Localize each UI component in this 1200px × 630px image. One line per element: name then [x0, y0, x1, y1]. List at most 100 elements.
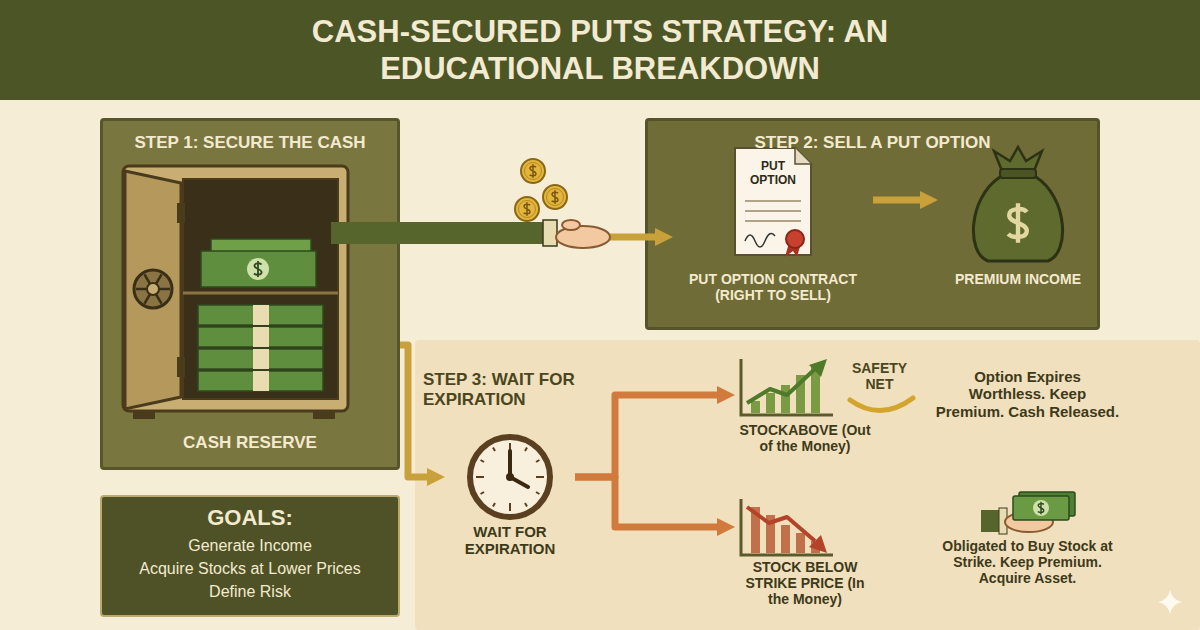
- trend-line: [747, 507, 815, 541]
- clock-icon-illustration-part: [493, 503, 495, 506]
- safe-door: [125, 171, 181, 409]
- safety-net-arc: [850, 398, 913, 411]
- node-heading: PREMIUM INCOME: [938, 271, 1098, 287]
- money-bag-icon-illustration-part: [1000, 169, 1036, 178]
- dollar-sign: [1038, 502, 1044, 515]
- step-panel-illustration-part: [562, 220, 580, 230]
- chart-axes: [741, 359, 833, 415]
- step-panel: STEP 2: SELL A PUT OPTIONPUT OPTIONPUT O…: [645, 118, 1100, 330]
- outcome-chart-illustration-part: [809, 535, 827, 553]
- callout-label: SAFETY NET: [842, 360, 917, 392]
- step-panel-illustration-part: [134, 270, 172, 308]
- node-heading: GOALS:: [102, 505, 398, 530]
- cash-stack: [198, 327, 323, 347]
- node-text: Define Risk: [102, 583, 398, 601]
- node-heading: STEP 1: SECURE THE CASH: [113, 133, 387, 153]
- step-panel-illustration-part: [253, 327, 269, 347]
- cash-stack: [198, 371, 323, 391]
- contract-icon-illustration-part: [745, 210, 801, 212]
- dollar-sign: [530, 164, 536, 178]
- step-panel-illustration-part: [543, 220, 557, 246]
- contract-icon-illustration-part: [745, 220, 801, 222]
- step-panel-illustration-part: [253, 371, 269, 391]
- node-text: PUT OPTION CONTRACT (RIGHT TO SELL): [673, 271, 873, 303]
- title: CASH-SECURED PUTS STRATEGY: AN EDUCATION…: [260, 13, 940, 87]
- step-panel-illustration-part: [525, 163, 542, 180]
- node-heading: STEP 2: SELL A PUT OPTION: [658, 133, 1087, 153]
- clock-icon-illustration-part: [481, 460, 484, 462]
- dollar-sign: [254, 261, 262, 277]
- money-bag-icon-illustration-part: [994, 147, 1042, 171]
- clock-icon-illustration-part: [509, 503, 511, 511]
- node-heading: PUT OPTION: [739, 160, 807, 188]
- seal: [786, 230, 804, 248]
- contract-icon-illustration-part: [745, 200, 801, 202]
- step-panel: STEP 1: SECURE THE CASH CASH RESERVE: [100, 118, 400, 470]
- outcome-chart-illustration-part: [809, 359, 827, 377]
- clock-icon-illustration-part: [525, 503, 527, 506]
- money-bag: [973, 177, 1062, 261]
- node-heading: STOCKABOVE (Out of the Money): [735, 422, 875, 454]
- sparkle: [1158, 590, 1182, 614]
- dollar-sign: [524, 202, 530, 216]
- chart-bar: [796, 533, 805, 553]
- coin: [543, 185, 567, 209]
- step-panel-illustration: [103, 121, 403, 473]
- step-panel-illustration-part: [253, 305, 269, 325]
- cash-bill: [1013, 496, 1069, 520]
- arm-sleeve: [331, 222, 548, 244]
- title-band-fill: [0, 0, 1200, 100]
- clock-icon-illustration-part: [476, 476, 484, 478]
- step-panel-illustration-part: [547, 189, 564, 206]
- clock-icon-illustration-part: [506, 473, 514, 481]
- step-panel-illustration-part: [519, 201, 536, 218]
- node-text: CASH RESERVE: [113, 433, 387, 453]
- safe-interior: [183, 179, 338, 399]
- clock-face: [470, 437, 550, 517]
- goals-box: GOALS: Generate IncomeAcquire Stocks at L…: [100, 495, 400, 617]
- coin: [521, 159, 545, 183]
- step-panel-illustration-part: [177, 357, 185, 377]
- step-panel-illustration-part: [183, 292, 338, 295]
- chart-bar: [781, 525, 790, 553]
- contract-paper: [735, 148, 811, 255]
- cash-stack: [198, 349, 323, 369]
- coin: [515, 197, 539, 221]
- outcome-text: Option Expires Worthless. Keep Premium. …: [935, 368, 1120, 458]
- outcome-text-illustration-part: [1033, 500, 1049, 516]
- step-panel-illustration-part: [253, 349, 269, 369]
- clock-icon: WAIT FOR EXPIRATION: [445, 425, 575, 570]
- safe-body: [123, 166, 348, 411]
- cash-stack: [198, 305, 323, 325]
- sleeve: [981, 510, 1001, 532]
- clock-icon-illustration-part: [536, 460, 539, 462]
- trend-line: [747, 369, 815, 403]
- node-heading: WAIT FOR EXPIRATION: [445, 523, 575, 558]
- contract-icon-illustration-part: [745, 233, 775, 247]
- chart-bar: [781, 385, 790, 413]
- contract-icon-illustration-part: [795, 148, 811, 164]
- chart-bar: [766, 393, 775, 413]
- outcome-text: Obligated to Buy Stock at Strike. Keep P…: [935, 490, 1120, 615]
- money-bag-icon-illustration: [938, 143, 1098, 323]
- step-panel-illustration-part: [177, 203, 185, 223]
- dollar-sign: [552, 190, 558, 204]
- money-bag-icon: PREMIUM INCOME: [938, 143, 1098, 323]
- clock-icon-illustration-part: [493, 448, 495, 451]
- step-panel-illustration-part: [247, 258, 269, 280]
- clock-icon-illustration-part: [536, 492, 539, 494]
- node-text: Generate Income: [102, 537, 398, 555]
- node-heading: Obligated to Buy Stock at Strike. Keep P…: [935, 538, 1120, 586]
- chart-bar: [751, 401, 760, 413]
- node-heading: STEP 3: WAIT FOR EXPIRATION: [423, 370, 613, 409]
- step-panel-illustration-part: [147, 283, 159, 295]
- contract-icon: PUT OPTION PUT OPTION CONTRACT (RIGHT TO …: [673, 143, 873, 323]
- node-heading: Option Expires Worthless. Keep Premium. …: [935, 368, 1120, 420]
- node-text: Acquire Stocks at Lower Prices: [102, 560, 398, 578]
- node-heading: STOCK BELOW STRIKE PRICE (In the Money): [735, 559, 875, 607]
- clock-icon-illustration-part: [525, 448, 527, 451]
- cash-bill: [201, 251, 316, 287]
- dollar-sign: [1008, 203, 1027, 243]
- outcome-chart: STOCK BELOW STRIKE PRICE (In the Money): [735, 495, 885, 615]
